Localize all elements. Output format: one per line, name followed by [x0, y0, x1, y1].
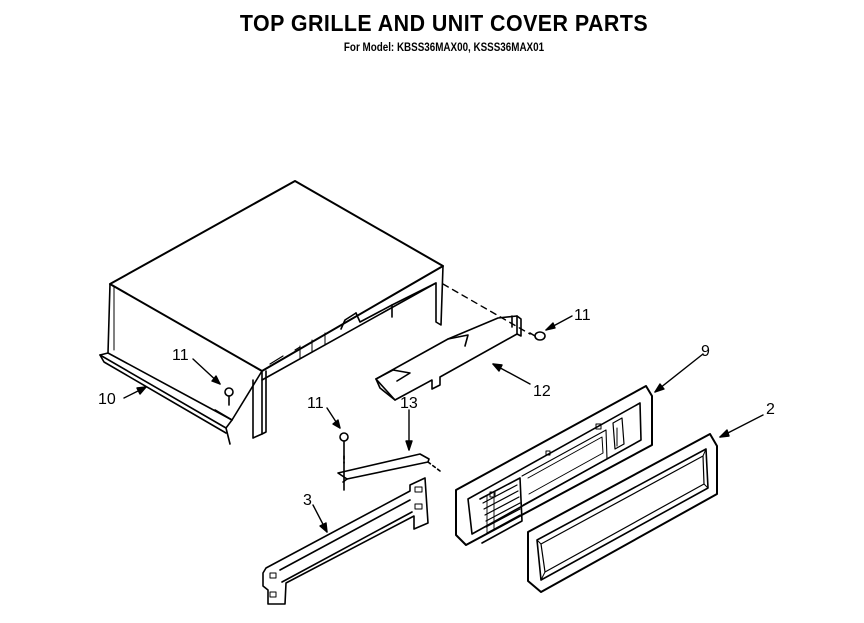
model-subtitle: For Model: KBSS36MAX00, KSSS36MAX01	[343, 40, 545, 54]
strip-part-13[interactable]	[337, 453, 441, 483]
callout-numbers: 11 11 10 11 13 12 9 2 3	[98, 307, 775, 509]
callout-10: 10	[98, 391, 116, 408]
callout-12: 12	[533, 383, 551, 400]
callout-3: 3	[303, 492, 312, 509]
outer-frame-part-2[interactable]	[527, 433, 718, 593]
callout-2: 2	[766, 401, 775, 418]
leader-lines	[123, 315, 764, 533]
callout-13: 13	[400, 395, 418, 412]
callout-11-upper: 11	[574, 307, 591, 324]
bar-part-3[interactable]	[262, 477, 429, 605]
grille-frame-part-9[interactable]	[455, 385, 653, 546]
screw-part-11-left[interactable]	[224, 387, 234, 406]
assembly-dashed-line	[442, 283, 531, 335]
callout-11-left: 11	[172, 347, 189, 364]
callout-9: 9	[701, 343, 710, 360]
callout-11-middle: 11	[307, 395, 324, 412]
page-title: TOP GRILLE AND UNIT COVER PARTS	[239, 10, 649, 36]
screw-part-11-upper[interactable]	[529, 331, 546, 341]
unit-cover-part-10[interactable]	[99, 180, 444, 445]
bracket-part-12[interactable]	[375, 315, 522, 401]
